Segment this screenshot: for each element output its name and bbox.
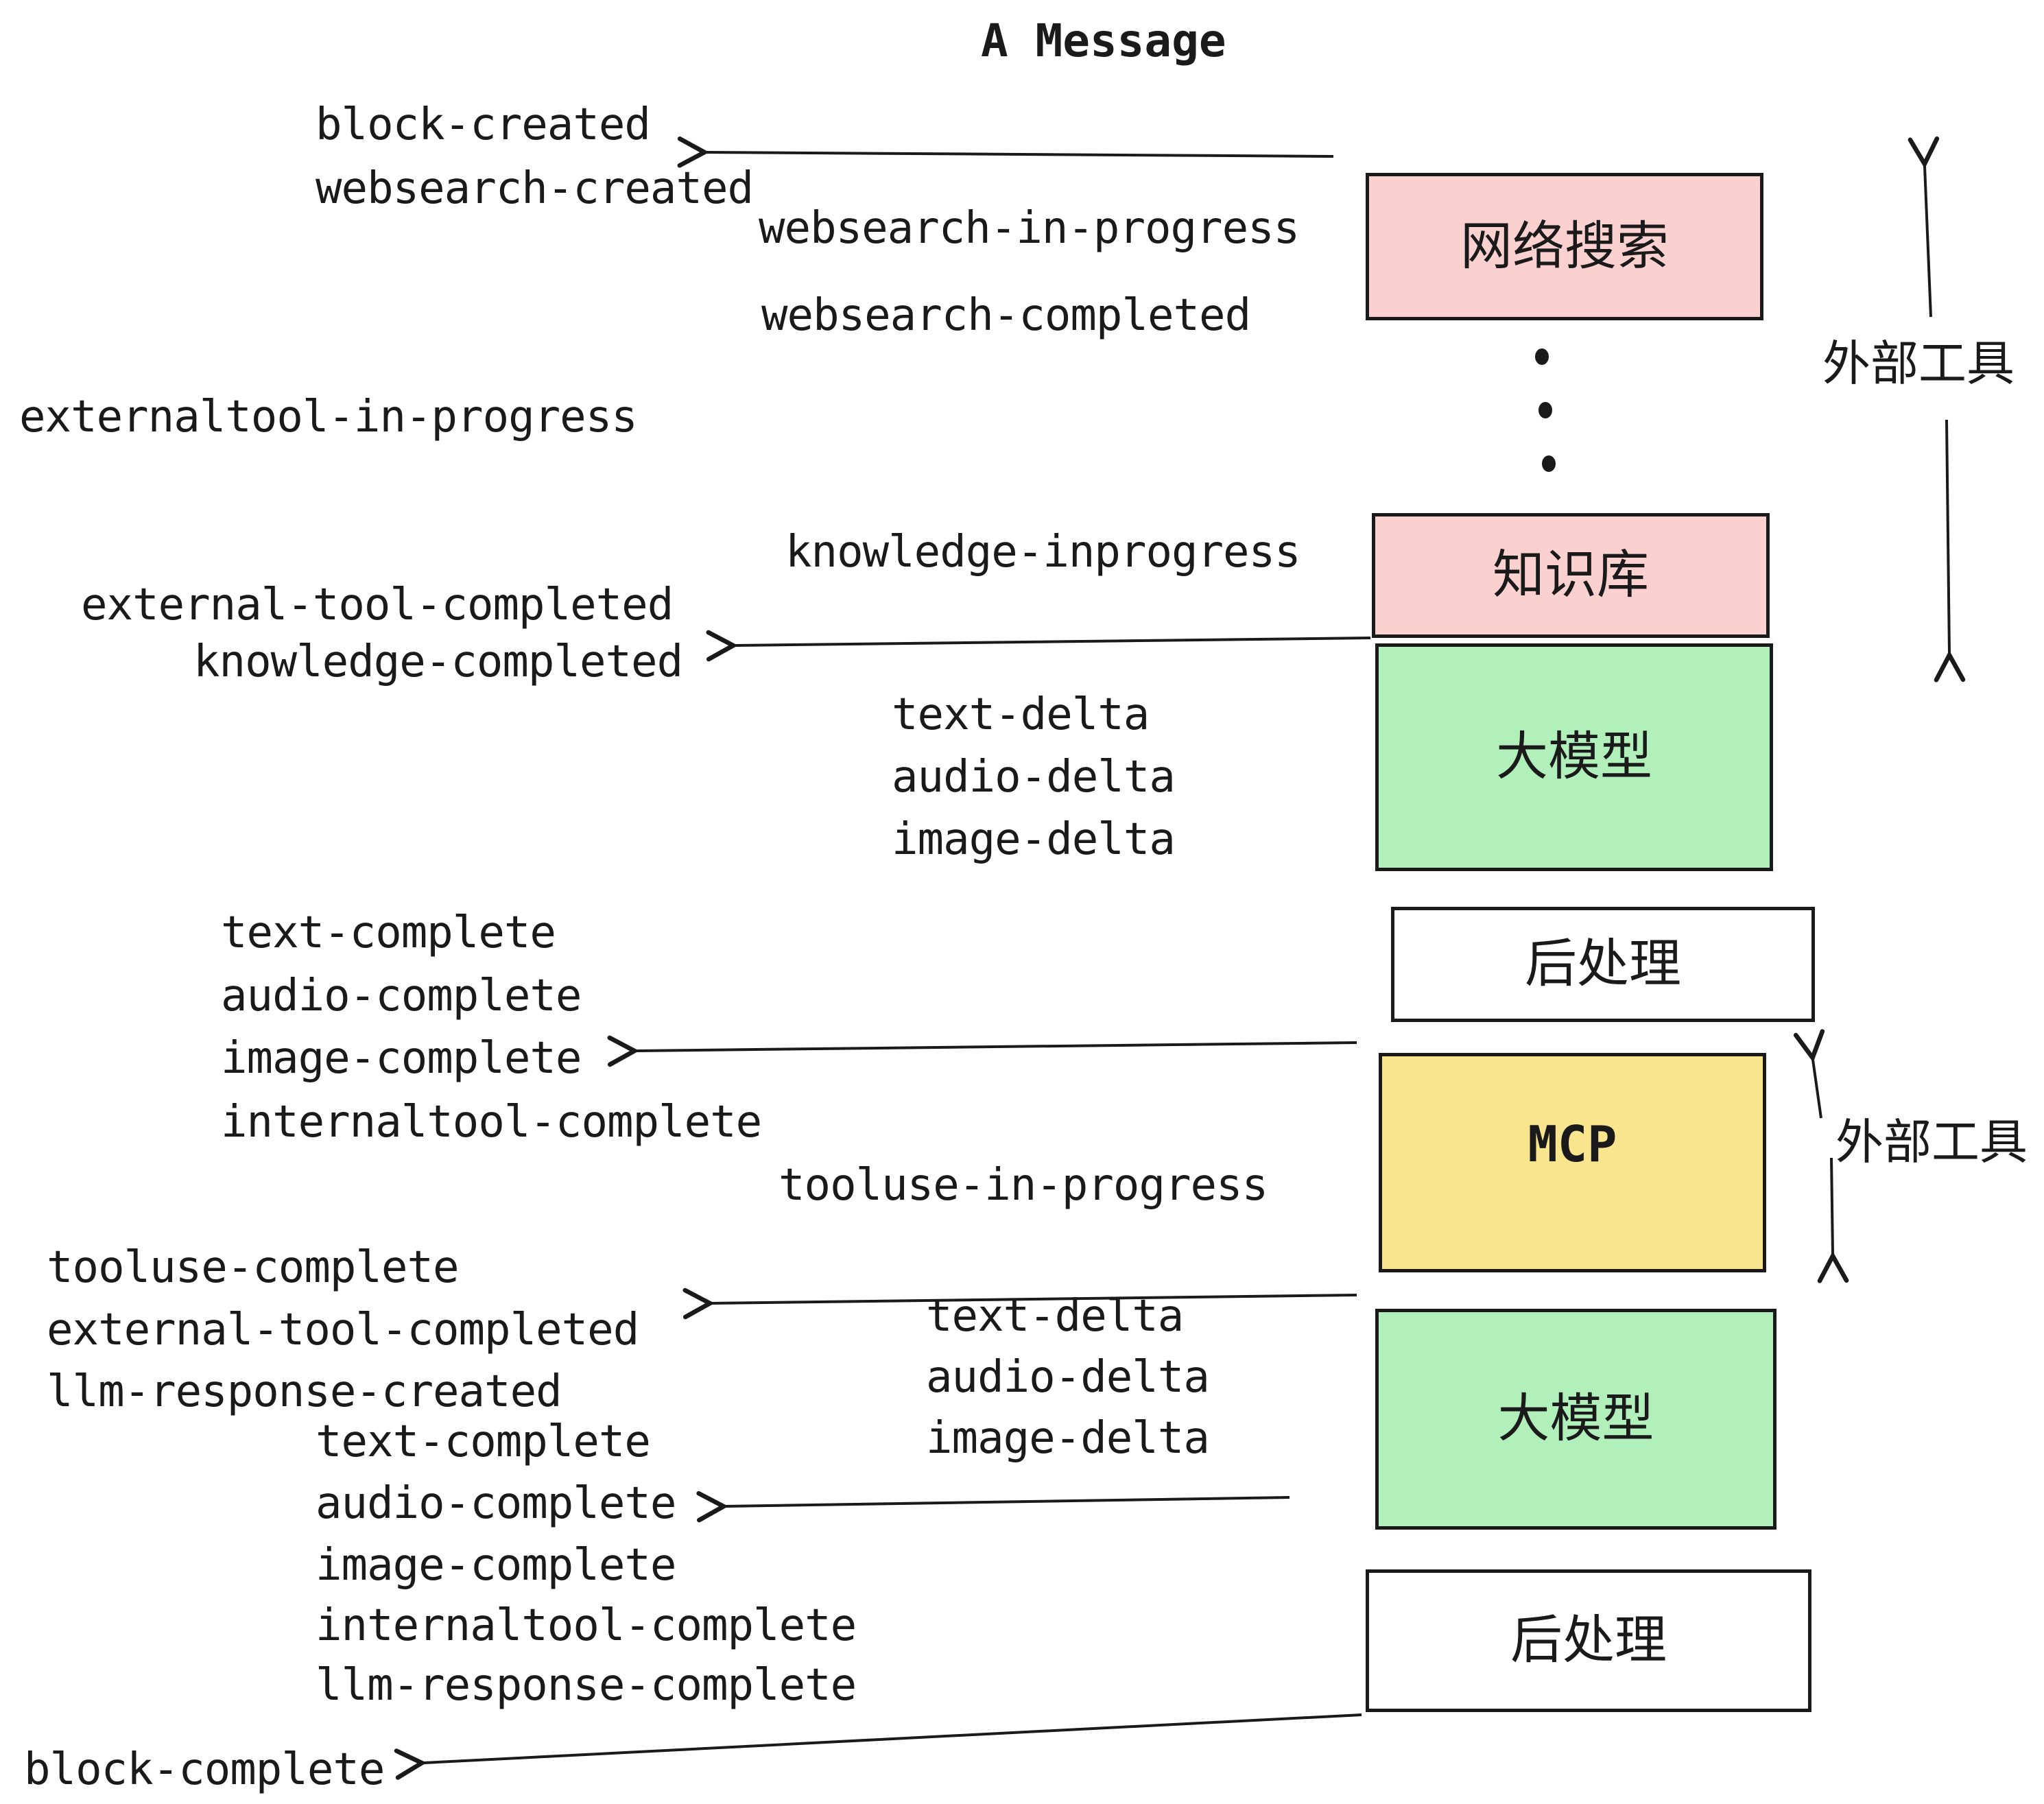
event-image-complete: image-complete	[221, 1033, 582, 1084]
box-llm-2-label: 大模型	[1497, 1390, 1654, 1448]
event-image-delta-2: image-delta	[926, 1413, 1210, 1464]
event-externaltool-in-progress: externaltool-in-progress	[19, 392, 638, 442]
box-postprocess-2-label: 后处理	[1510, 1611, 1667, 1670]
event-internaltool-complete-2: internaltool-complete	[316, 1600, 857, 1651]
arrow-knowledge-completed	[706, 630, 1371, 662]
arrow-block-complete	[394, 1713, 1362, 1780]
event-audio-delta-2: audio-delta	[926, 1352, 1210, 1403]
diagram-title: A Message	[981, 14, 1226, 67]
arrow-websearch-created	[677, 136, 1334, 168]
event-text-delta: text-delta	[892, 689, 1150, 740]
arrow-external-tools-1-down	[1934, 419, 1966, 683]
event-knowledge-inprogress: knowledge-inprogress	[785, 527, 1301, 578]
event-internaltool-complete: internaltool-complete	[221, 1097, 762, 1148]
event-websearch-in-progress: websearch-in-progress	[759, 203, 1300, 254]
event-knowledge-completed: knowledge-completed	[193, 637, 683, 687]
box-websearch: 网络搜索	[1366, 173, 1763, 320]
arrow-external-tools-1-up	[1908, 136, 1940, 318]
event-tooluse-in-progress: tooluse-in-progress	[779, 1160, 1268, 1211]
side-label-external-tools-2: 外部工具	[1835, 1115, 2028, 1169]
box-knowledge-label: 知识库	[1493, 546, 1649, 604]
box-mcp-label: MCP	[1528, 1115, 1617, 1173]
box-knowledge: 知识库	[1372, 513, 1770, 638]
box-websearch-label: 网络搜索	[1460, 217, 1669, 276]
event-text-complete: text-complete	[221, 907, 556, 958]
box-llm-2: 大模型	[1375, 1309, 1776, 1530]
event-external-tool-completed: external-tool-completed	[81, 580, 674, 630]
arrow-external-tools-2-up	[1793, 1029, 1825, 1119]
event-websearch-completed: websearch-completed	[761, 290, 1251, 341]
event-image-complete-2: image-complete	[316, 1540, 676, 1591]
event-image-delta: image-delta	[892, 814, 1176, 865]
dot-icon	[1538, 402, 1552, 418]
event-audio-complete-2: audio-complete	[316, 1478, 676, 1529]
event-block-complete: block-complete	[24, 1744, 385, 1795]
box-postprocess-1: 后处理	[1391, 907, 1815, 1022]
box-llm-1-label: 大模型	[1496, 728, 1652, 786]
box-postprocess-1-label: 后处理	[1525, 935, 1681, 993]
arrow-internal-complete	[607, 1035, 1357, 1067]
box-llm-1: 大模型	[1375, 643, 1773, 871]
box-mcp: MCP	[1379, 1053, 1766, 1272]
box-postprocess-2: 后处理	[1366, 1569, 1811, 1712]
event-block-created: block-created	[316, 99, 651, 150]
side-label-external-tools-1: 外部工具	[1822, 337, 2015, 390]
event-audio-complete: audio-complete	[221, 971, 582, 1021]
event-text-complete-2: text-complete	[316, 1416, 651, 1467]
event-external-tool-completed-2: external-tool-completed	[47, 1305, 639, 1355]
event-audio-delta: audio-delta	[892, 752, 1176, 803]
event-text-delta-2: text-delta	[926, 1291, 1184, 1342]
arrow-llm2-complete	[696, 1491, 1290, 1523]
event-llm-response-complete: llm-response-complete	[316, 1660, 857, 1711]
dot-icon	[1535, 348, 1549, 365]
dot-icon	[1542, 455, 1556, 472]
event-llm-response-created: llm-response-created	[47, 1366, 562, 1417]
event-websearch-created: websearch-created	[316, 163, 754, 214]
arrow-external-tools-2-down	[1817, 1157, 1849, 1283]
event-tooluse-complete: tooluse-complete	[47, 1242, 459, 1293]
